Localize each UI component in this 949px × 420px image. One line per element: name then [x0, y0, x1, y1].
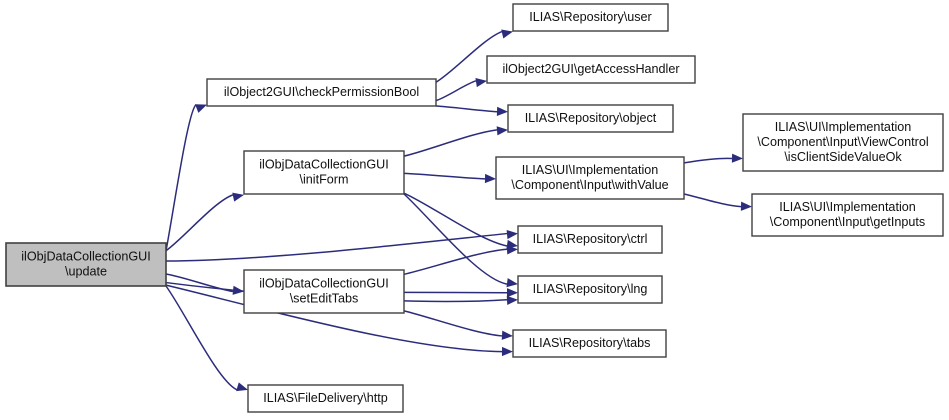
node-label-update-line2: \update [65, 264, 107, 278]
edge-update-to-tabs [165, 284, 503, 353]
arrowhead-withValue-to-getInputs [740, 201, 752, 211]
arrowhead-setEditTabs-to-ctrl [506, 245, 518, 255]
node-label-getInputs-line1: ILIAS\UI\Implementation [779, 200, 916, 214]
edge-update-to-http [165, 285, 238, 391]
node-label-withValue-line1: ILIAS\UI\Implementation [522, 163, 659, 177]
node-box-getAccessHandler[interactable] [486, 55, 696, 84]
graph-node-getAccessHandler[interactable]: ilObject2GUI\getAccessHandler [486, 55, 696, 84]
node-layer: ilObjDataCollectionGUI\updateilObject2GU… [5, 3, 944, 413]
node-label-object-line1: ILIAS\Repository\object [525, 111, 657, 125]
node-box-getInputs[interactable] [751, 193, 944, 237]
node-label-lng-line1: ILIAS\Repository\lng [533, 282, 648, 296]
node-box-setEditTabs[interactable] [243, 269, 405, 314]
arrowhead-checkPermissionBool-to-user [501, 29, 513, 39]
node-label-http-line1: ILIAS\FileDelivery\http [263, 391, 388, 405]
graph-node-withValue[interactable]: ILIAS\UI\Implementation\Component\Input\… [495, 156, 685, 200]
edge-update-to-checkPermissionBool [165, 104, 197, 251]
node-box-initForm[interactable] [243, 150, 405, 195]
arrowhead-update-to-ctrl [506, 229, 518, 240]
arrowhead-initForm-to-withValue [484, 173, 496, 184]
arrowhead-update-to-checkPermissionBool [195, 104, 207, 113]
node-box-ctrl[interactable] [517, 225, 663, 254]
node-box-tabs[interactable] [512, 329, 667, 358]
node-box-http[interactable] [247, 384, 404, 413]
node-box-update[interactable] [5, 242, 167, 287]
edge-layer [165, 29, 752, 392]
node-label-setEditTabs-line1: ilObjDataCollectionGUI [259, 276, 389, 290]
node-label-tabs-line1: ILIAS\Repository\tabs [529, 336, 651, 350]
node-label-isClientSideValueOk-line3: \isClientSideValueOk [784, 150, 902, 164]
node-box-isClientSideValueOk[interactable] [742, 113, 944, 172]
arrowhead-update-to-initForm [232, 192, 244, 202]
graph-node-object[interactable]: ILIAS\Repository\object [507, 104, 674, 133]
arrowhead-setEditTabs-to-tabs [501, 330, 513, 340]
edge-update-to-setEditTabs [165, 273, 234, 293]
node-label-isClientSideValueOk-line1: ILIAS\UI\Implementation [775, 120, 912, 134]
node-label-checkPermissionBool-line1: ilObject2GUI\checkPermissionBool [224, 85, 419, 99]
node-label-setEditTabs-line2: \setEditTabs [290, 291, 359, 305]
node-box-lng[interactable] [517, 275, 663, 304]
node-label-ctrl-line1: ILIAS\Repository\ctrl [533, 232, 648, 246]
graph-node-initForm[interactable]: ilObjDataCollectionGUI\initForm [243, 150, 405, 195]
arrowhead-update-to-http [236, 382, 248, 392]
arrowhead-checkPermissionBool-to-getAccessHandler [475, 78, 487, 88]
edge-checkPermissionBool-to-object [435, 105, 498, 113]
edge-initForm-to-lng [403, 193, 508, 285]
edge-initForm-to-object [403, 129, 498, 157]
node-box-user[interactable] [512, 3, 669, 32]
graph-node-tabs[interactable]: ILIAS\Repository\tabs [512, 329, 667, 358]
edge-checkPermissionBool-to-user [435, 30, 503, 83]
node-box-withValue[interactable] [495, 156, 685, 200]
arrowhead-update-to-lng [506, 295, 518, 305]
edge-withValue-to-getInputs [683, 193, 742, 208]
node-label-initForm-line2: \initForm [300, 172, 349, 186]
edge-update-to-initForm [165, 194, 234, 252]
arrowhead-initForm-to-lng [506, 278, 518, 288]
arrowhead-setEditTabs-to-lng [506, 288, 518, 298]
node-label-initForm-line1: ilObjDataCollectionGUI [259, 157, 389, 171]
node-label-user-line1: ILIAS\Repository\user [529, 10, 652, 24]
node-label-isClientSideValueOk-line2: \Component\Input\ViewControl [757, 135, 928, 149]
graph-node-http[interactable]: ILIAS\FileDelivery\http [247, 384, 404, 413]
edge-setEditTabs-to-ctrl [403, 248, 508, 276]
graph-node-user[interactable]: ILIAS\Repository\user [512, 3, 669, 32]
graph-node-isClientSideValueOk[interactable]: ILIAS\UI\Implementation\Component\Input\… [742, 113, 944, 172]
arrowhead-initForm-to-object [496, 126, 508, 136]
graph-node-update[interactable]: ilObjDataCollectionGUI\update [5, 242, 167, 287]
edge-initForm-to-ctrl [403, 192, 508, 247]
arrowhead-update-to-tabs [501, 346, 513, 357]
graph-node-checkPermissionBool[interactable]: ilObject2GUI\checkPermissionBool [206, 78, 437, 107]
edge-checkPermissionBool-to-getAccessHandler [435, 80, 477, 102]
graph-node-getInputs[interactable]: ILIAS\UI\Implementation\Component\Input\… [751, 193, 944, 237]
arrowhead-checkPermissionBool-to-object [496, 106, 508, 116]
edge-update-to-ctrl [165, 232, 508, 262]
graph-node-lng[interactable]: ILIAS\Repository\lng [517, 275, 663, 304]
graph-node-ctrl[interactable]: ILIAS\Repository\ctrl [517, 225, 663, 254]
edge-withValue-to-isClientSideValueOk [683, 157, 733, 164]
node-box-object[interactable] [507, 104, 674, 133]
node-label-withValue-line2: \Component\Input\withValue [511, 178, 668, 192]
node-label-getInputs-line2: \Component\Input\getInputs [770, 215, 925, 229]
node-label-update-line1: ilObjDataCollectionGUI [21, 249, 151, 263]
arrowhead-withValue-to-isClientSideValueOk [731, 153, 743, 163]
edge-initForm-to-withValue [403, 172, 486, 180]
graph-node-setEditTabs[interactable]: ilObjDataCollectionGUI\setEditTabs [243, 269, 405, 314]
edge-setEditTabs-to-tabs [403, 310, 503, 337]
node-label-getAccessHandler-line1: ilObject2GUI\getAccessHandler [502, 62, 679, 76]
node-box-checkPermissionBool[interactable] [206, 78, 437, 107]
